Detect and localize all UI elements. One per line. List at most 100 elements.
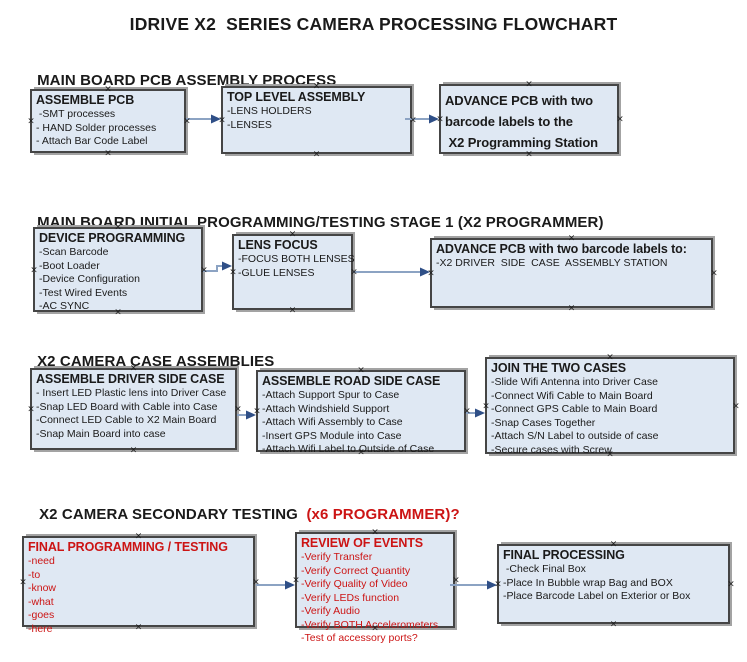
section-header-text: MAIN BOARD INITIAL PROGRAMMING/TESTING S… <box>37 214 604 231</box>
box-item: -Test of accessory ports? <box>301 632 418 644</box>
connection-handle-bottom: × <box>609 619 618 630</box>
box-title: REVIEW OF EVENTS <box>301 536 424 550</box>
box-item: -GLUE LENSES <box>238 266 315 279</box>
connection-handle-right: × <box>200 265 208 275</box>
connection-handle-left: × <box>292 575 300 586</box>
box-item: -Verify Correct Quantity <box>301 564 411 577</box>
box-item: - Insert LED Plastic lens into Driver Ca… <box>36 387 227 399</box>
section-header-main-board-pcb: MAIN BOARD PCB ASSEMBLY PROCESS <box>20 55 336 106</box>
box-item: -Place In Bubble wrap Bag and BOX <box>503 576 673 589</box>
box-item: -Slide Wifi Antenna into Driver Case <box>491 376 658 388</box>
box-item: - HAND Solder processes <box>36 121 157 134</box>
connection-handle-top: × <box>114 222 122 233</box>
box-item: -know <box>28 582 57 594</box>
box-item: -Verify Audio <box>301 605 360 617</box>
box-item: -Device Configuration <box>39 273 140 285</box>
box-item: - Attach Bar Code Label <box>36 135 148 147</box>
connection-handle-bottom: × <box>114 307 122 318</box>
box-item: -Secure cases with Screw <box>491 443 612 456</box>
box-item: -what <box>28 595 54 608</box>
connection-handle-bottom: × <box>357 447 365 458</box>
connection-handle-right: × <box>452 575 460 586</box>
flow-box-final-programming-testing: FINAL PROGRAMMING / TESTING-need-to-know… <box>19 531 260 635</box>
box-item: -Connect Wifi Cable to Main Board <box>491 389 653 402</box>
connection-handle-top: × <box>134 531 143 542</box>
box-item: -Attach Wifi Assembly to Case <box>262 416 403 428</box>
box-item: -FOCUS BOTH LENSES <box>238 253 355 265</box>
connection-handle-bottom: × <box>371 623 379 634</box>
connection-handle-top: × <box>104 84 112 95</box>
box-item: -LENSES <box>227 118 272 131</box>
box-item: -Verify BOTH Accelerometers <box>301 618 439 631</box>
box-item: -AC SYNC <box>39 300 90 312</box>
connection-handle-bottom: × <box>312 149 321 160</box>
connection-handle-right: × <box>183 116 191 127</box>
connection-handle-top: × <box>606 352 614 363</box>
connection-handle-left: × <box>27 404 35 415</box>
connection-handle-right: × <box>710 268 718 279</box>
connection-handle-top: × <box>609 539 618 550</box>
flow-box-device-programming: DEVICE PROGRAMMING-Scan Barcode-Boot Loa… <box>30 222 208 317</box>
connection-handle-right: × <box>252 577 260 587</box>
connection-handle-bottom: × <box>104 148 112 159</box>
section-header-text: X2 CAMERA SECONDARY TESTING <box>39 506 298 523</box>
flow-box-review-of-events: REVIEW OF EVENTS-Verify Transfer-Verify … <box>292 527 460 644</box>
connection-handle-left: × <box>30 265 38 275</box>
box-item: -Place Barcode Label on Exterior or Box <box>503 590 691 602</box>
box-title: LENS FOCUS <box>238 238 318 252</box>
box-item: -need <box>28 555 55 567</box>
connection-handle-right: × <box>234 404 242 415</box>
box-item: -Check Final Box <box>503 563 586 575</box>
box-title: ADVANCE PCB with two barcode labels to: <box>436 242 687 256</box>
connection-handle-right: × <box>463 406 471 417</box>
box-title: JOIN THE TWO CASES <box>491 361 627 375</box>
connection-handle-left: × <box>19 577 27 587</box>
flow-box-assemble-pcb: ASSEMBLE PCB -SMT processes- HAND Solder… <box>27 84 191 158</box>
box-title: DEVICE PROGRAMMING <box>39 231 186 245</box>
flow-box-assemble-road-side-case: ASSEMBLE ROAD SIDE CASE-Attach Support S… <box>253 366 471 457</box>
connection-handle-top: × <box>525 79 533 90</box>
connection-handle-left: × <box>436 114 444 125</box>
section-header-text: X2 CAMERA CASE ASSEMBLIES <box>37 353 275 370</box>
connection-handle-left: × <box>229 267 237 278</box>
box-item: -Boot Loader <box>39 259 100 272</box>
section-header-text: MAIN BOARD PCB ASSEMBLY PROCESS <box>37 72 337 89</box>
connection-handle-top: × <box>371 527 379 538</box>
box-item: -Attach S/N Label to outside of case <box>491 430 659 442</box>
flow-box-final-processing: FINAL PROCESSING -Check Final Box-Place … <box>494 539 735 629</box>
connection-handle-top: × <box>312 81 321 92</box>
box-item: -SMT processes <box>36 108 116 120</box>
box-item: -Verify LEDs function <box>301 591 400 604</box>
box-item: -Snap Cases Together <box>491 416 596 429</box>
section-header-case-assemblies: X2 CAMERA CASE ASSEMBLIES <box>20 336 274 387</box>
box-title: ASSEMBLE DRIVER SIDE CASE <box>36 372 225 386</box>
connection-handle-left: × <box>494 579 502 590</box>
connector-arrow-lens-focus-to-advance-pcb <box>353 267 430 277</box>
flow-box-assemble-driver-side-case: ASSEMBLE DRIVER SIDE CASE- Insert LED Pl… <box>27 364 242 455</box>
box-item: -Attach Windshield Support <box>262 402 390 415</box>
box-item: -Attach Support Spur to Case <box>262 389 400 401</box>
connection-handle-bottom: × <box>288 305 297 316</box>
box-item: -Snap Main Board into case <box>36 427 166 440</box>
connection-handle-bottom: × <box>567 303 576 314</box>
connection-handle-top: × <box>288 229 297 240</box>
section-header-red-text: (x6 PROGRAMMER)? <box>297 506 460 523</box>
connector-arrow-assemble-pcb-to-top-level <box>186 114 221 124</box>
connection-handle-top: × <box>567 233 576 244</box>
connection-handle-bottom: × <box>129 445 138 456</box>
flow-box-top-level-assembly: TOP LEVEL ASSEMBLY-LENS HOLDERS-LENSES × ×… <box>218 81 417 159</box>
connection-handle-right: × <box>350 267 358 278</box>
box-item: -Test Wired Events <box>39 286 128 299</box>
connection-handle-right: × <box>727 579 735 590</box>
box-item: -goes <box>28 609 55 621</box>
box-item: -LENS HOLDERS <box>227 105 312 117</box>
connection-handle-right: × <box>732 401 740 411</box>
connection-handle-bottom: × <box>606 449 614 460</box>
box-title: ASSEMBLE PCB <box>36 93 135 107</box>
box-title: TOP LEVEL ASSEMBLY <box>227 90 366 104</box>
box-item: -here <box>28 622 53 635</box>
box-item: -Connect GPS Cable to Main Board <box>491 403 658 415</box>
connection-handle-bottom: × <box>525 149 533 160</box>
flow-box-advance-pcb-to-case-assembly: ADVANCE PCB with two barcode labels to:-… <box>427 233 718 313</box>
